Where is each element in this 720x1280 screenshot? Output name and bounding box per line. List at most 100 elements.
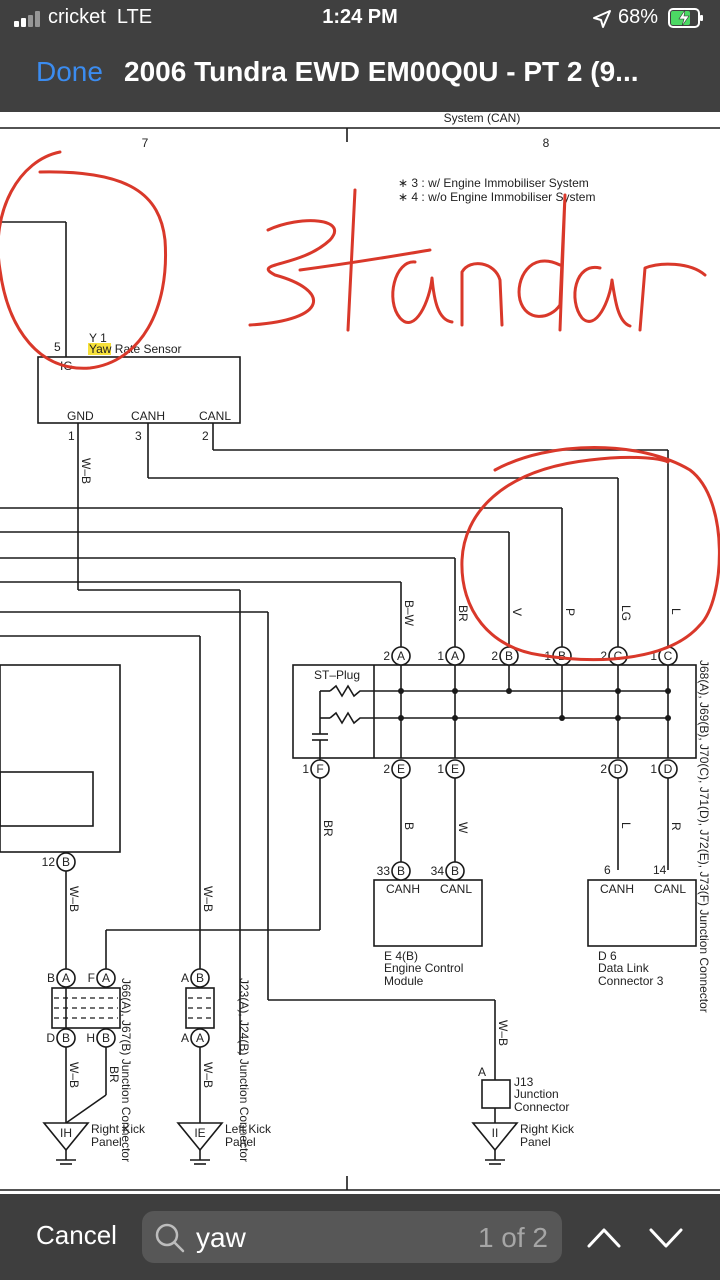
header-partial: System (CAN) <box>444 112 521 125</box>
search-highlight <box>88 343 111 355</box>
signal-icon <box>14 11 44 27</box>
wire-label: W–B <box>201 1062 215 1088</box>
chevron-up-icon[interactable] <box>584 1222 624 1252</box>
done-button[interactable]: Done <box>36 56 103 87</box>
wire-label: W–B <box>79 458 93 484</box>
svg-text:34: 34 <box>431 864 445 878</box>
wire-label: W–B <box>67 1062 81 1088</box>
yaw-pin-num-3: 3 <box>135 429 142 443</box>
wire-label: R <box>669 822 683 831</box>
svg-text:A: A <box>181 1031 189 1045</box>
j13-id: J13 <box>514 1075 534 1089</box>
wire-label: V <box>510 608 524 616</box>
svg-text:A: A <box>102 971 110 985</box>
clock: 1:24 PM <box>322 6 398 28</box>
note-immobiliser: ∗ 3 : w/ Engine Immobiliser System <box>398 176 589 190</box>
ground-label: Panel <box>91 1135 122 1149</box>
dlc-line2: Connector 3 <box>598 974 664 988</box>
cancel-button[interactable]: Cancel <box>36 1220 117 1250</box>
wire-label: BR <box>321 820 335 837</box>
junction-connector-label: J68(A), J69(B), J70(C), J71(D), J72(E), … <box>697 660 711 1013</box>
svg-text:B: B <box>558 649 566 663</box>
handwritten-annotation <box>0 150 720 662</box>
svg-text:A: A <box>62 971 70 985</box>
j66-label: J66(A), J67(B) Junction Connector <box>119 978 133 1162</box>
ground-label: Panel <box>225 1135 256 1149</box>
wire-label: W–B <box>496 1020 510 1046</box>
chevron-down-icon[interactable] <box>646 1222 686 1252</box>
yaw-pin-canl: CANL <box>199 409 231 423</box>
ground-code: IH <box>60 1126 72 1140</box>
svg-text:B: B <box>196 971 204 985</box>
svg-text:D: D <box>614 762 623 776</box>
location-arrow-icon <box>593 10 611 28</box>
column-number-7: 7 <box>142 136 149 150</box>
svg-text:B: B <box>397 864 405 878</box>
top-bar: cricket LTE 1:24 PM 68% Done 2006 Tundra… <box>0 0 720 112</box>
svg-text:C: C <box>614 649 623 663</box>
search-field[interactable]: yaw 1 of 2 <box>142 1211 562 1263</box>
dlc-pin-num-6: 6 <box>604 863 611 877</box>
ground-label: Panel <box>520 1135 551 1149</box>
note-no-immobiliser: ∗ 4 : w/o Engine Immobiliser System <box>398 190 595 204</box>
svg-text:B: B <box>451 864 459 878</box>
svg-text:A: A <box>196 1031 204 1045</box>
ecm-line2: Module <box>384 974 424 988</box>
wire-label: BR <box>107 1066 121 1083</box>
svg-text:B: B <box>62 855 70 869</box>
carrier-label: cricket LTE <box>48 6 153 28</box>
svg-text:1: 1 <box>650 762 657 776</box>
svg-text:2: 2 <box>600 762 607 776</box>
svg-text:H: H <box>86 1031 95 1045</box>
st-plug-label: ST–Plug <box>314 668 360 682</box>
svg-text:1: 1 <box>302 762 309 776</box>
svg-text:1: 1 <box>437 762 444 776</box>
yaw-pin-canh: CANH <box>131 409 165 423</box>
svg-text:D: D <box>46 1031 55 1045</box>
document-title: 2006 Tundra EWD EM00Q0U - PT 2 (9... <box>124 56 639 87</box>
ecm-id: E 4(B) <box>384 949 418 963</box>
svg-text:33: 33 <box>377 864 391 878</box>
wire-label: L <box>669 608 683 615</box>
navigation-row: Done 2006 Tundra EWD EM00Q0U - PT 2 (9..… <box>0 50 720 96</box>
svg-text:B: B <box>505 649 513 663</box>
search-query[interactable]: yaw <box>196 1222 246 1253</box>
yaw-pin-gnd: GND <box>67 409 94 423</box>
wire-label: W–B <box>67 886 81 912</box>
svg-text:F: F <box>88 971 95 985</box>
wiring-diagram: AAB BCC FEE DD BBB AAB BBA 212 121 121 2… <box>0 112 720 1191</box>
wire-label: L <box>619 822 633 829</box>
dlc-pin-canh: CANH <box>600 882 634 896</box>
find-bar: Cancel yaw 1 of 2 <box>0 1194 720 1280</box>
j13-line1: Junction <box>514 1087 559 1101</box>
wire-label: W–B <box>201 886 215 912</box>
ecm-line1: Engine Control <box>384 961 463 975</box>
wire-label: W <box>456 822 470 834</box>
svg-text:A: A <box>451 649 459 663</box>
svg-text:E: E <box>397 762 405 776</box>
wire-label: LG <box>619 605 633 621</box>
dlc-pin-canl: CANL <box>654 882 686 896</box>
ecm-pin-canh: CANH <box>386 882 420 896</box>
svg-text:2: 2 <box>383 649 390 663</box>
svg-text:A: A <box>478 1065 486 1079</box>
yaw-sensor-id: Y 1 <box>89 331 107 345</box>
wire-label: BR <box>456 605 470 622</box>
svg-text:B: B <box>62 1031 70 1045</box>
svg-text:F: F <box>316 762 323 776</box>
svg-text:1: 1 <box>437 649 444 663</box>
wire-label: P <box>563 608 577 616</box>
wire-label: B–W <box>402 600 416 627</box>
status-bar: cricket LTE 1:24 PM 68% <box>0 0 720 38</box>
dlc-pin-num-14: 14 <box>653 863 667 877</box>
svg-text:2: 2 <box>600 649 607 663</box>
ground-code: IE <box>194 1126 205 1140</box>
dlc-line1: Data Link <box>598 961 650 975</box>
ground-label: Right Kick <box>91 1122 146 1136</box>
ecm-pin-canl: CANL <box>440 882 472 896</box>
ground-code: II <box>492 1126 499 1140</box>
svg-text:C: C <box>664 649 673 663</box>
svg-text:B: B <box>102 1031 110 1045</box>
svg-text:A: A <box>397 649 405 663</box>
